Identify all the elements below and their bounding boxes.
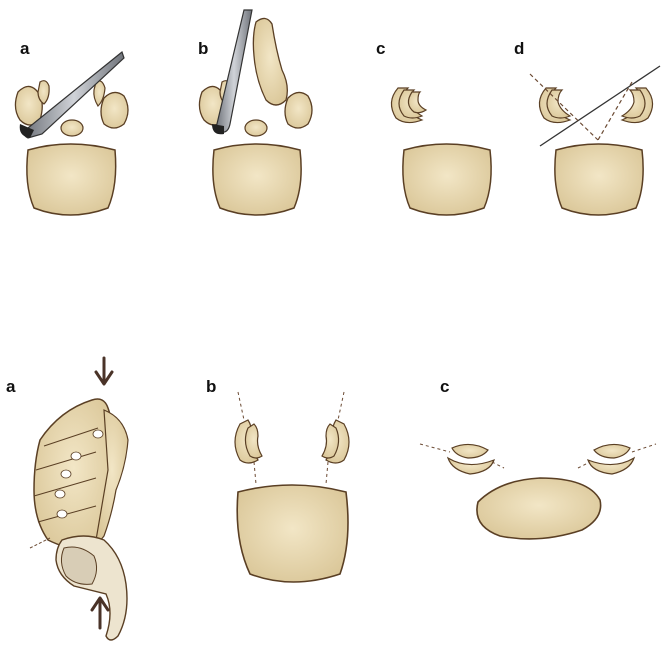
top-panel-a	[15, 52, 128, 215]
arrow-up	[92, 598, 108, 628]
osteotome-instrument	[216, 10, 252, 132]
vertebral-body	[555, 144, 643, 215]
left-facet-inner	[245, 424, 262, 458]
lamina-lifted-fragment	[253, 18, 287, 105]
vertebral-body	[27, 144, 116, 215]
bottom-panel-c	[420, 444, 656, 539]
dashed-line-left	[420, 444, 450, 452]
dashed-line-right-bottom	[326, 462, 328, 484]
left-facet-lower	[448, 458, 494, 474]
arrow-down	[96, 358, 112, 384]
spinous-process-fragment	[245, 120, 267, 136]
bottom-panel-a	[30, 358, 128, 640]
foramen-hole	[55, 490, 65, 498]
flattened-vertebral-body	[477, 478, 601, 539]
spinous-process-fragment	[61, 120, 83, 136]
foramen-hole	[93, 430, 103, 438]
dashed-line-left-inner	[492, 462, 504, 468]
dashed-line-left-bottom	[254, 462, 256, 484]
left-facet-small	[38, 81, 49, 104]
foramen-hole	[71, 452, 81, 460]
right-facet-inner	[322, 424, 339, 458]
right-facet-fragment	[101, 92, 128, 128]
dashed-line-right-inner	[578, 462, 590, 468]
top-panel-c	[391, 88, 491, 215]
bottom-panel-b	[235, 392, 349, 582]
right-facet-lower	[588, 458, 634, 474]
dashed-cut-line-right	[598, 82, 632, 140]
left-facet-crescent-inner	[408, 92, 426, 113]
right-facet-crescent-middle	[622, 90, 645, 118]
foramen-hole	[57, 510, 67, 518]
vertebral-body	[237, 485, 348, 582]
top-panel-b	[199, 10, 312, 215]
dashed-line-right-top	[338, 392, 344, 420]
left-facet-upper	[452, 444, 488, 458]
top-panel-d	[530, 66, 660, 215]
right-facet-upper	[594, 444, 630, 458]
dashed-line-right	[632, 444, 656, 452]
vertebral-body	[403, 144, 491, 215]
dashed-line-left-top	[238, 392, 244, 420]
foramen-hole	[61, 470, 71, 478]
vertebral-body	[213, 144, 301, 215]
right-facet-fragment	[285, 92, 312, 128]
